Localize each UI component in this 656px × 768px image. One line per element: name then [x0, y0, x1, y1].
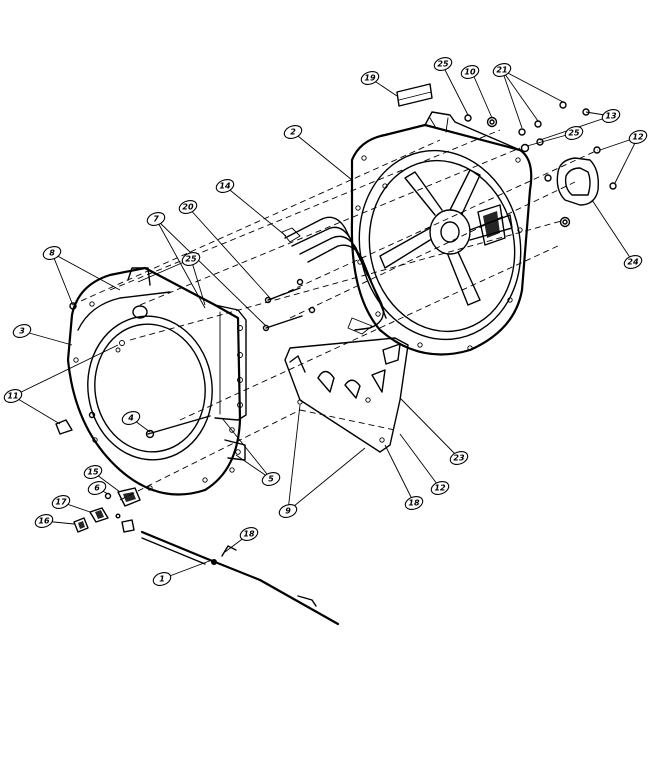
- callout-2-label: 2: [290, 128, 296, 137]
- front-blower-housing: [66, 266, 247, 496]
- callout-25-top-label: 25: [437, 60, 449, 69]
- callout-7-label: 7: [153, 215, 159, 224]
- callout-18-cable-label: 18: [243, 530, 255, 539]
- callout-12-top-label: 12: [632, 133, 644, 142]
- callout-8-label: 8: [49, 249, 55, 258]
- callout-17: 17: [51, 495, 71, 509]
- callout-6-label: 6: [94, 484, 100, 493]
- rear-blower-housing: [350, 111, 533, 356]
- callout-20: 20: [178, 200, 198, 214]
- callout-bubbles: 1 2 3 4 5 6 7 8 9 10 11 12 12 13 14 15 1…: [3, 57, 648, 586]
- callout-leaders: [12, 65, 639, 578]
- callout-25-right-label: 25: [568, 129, 580, 138]
- callout-6: 6: [87, 481, 107, 495]
- callout-8: 8: [42, 246, 62, 260]
- callout-12-bottom-label: 12: [434, 484, 446, 493]
- callout-16-label: 16: [38, 517, 50, 526]
- callout-3-label: 3: [19, 327, 25, 336]
- callout-23-label: 23: [453, 454, 465, 463]
- callout-13: 13: [601, 109, 621, 123]
- callout-5-label: 5: [268, 475, 274, 484]
- assembly-guide-lines: [71, 129, 599, 501]
- harness-cables: [281, 216, 387, 335]
- hardware-parts: [55, 83, 617, 626]
- callout-25-left: 25: [181, 252, 201, 266]
- callout-2: 2: [283, 125, 303, 139]
- callout-4: 4: [121, 411, 141, 425]
- callout-23: 23: [449, 451, 469, 465]
- callout-1-label: 1: [159, 575, 165, 584]
- callout-1: 1: [152, 572, 172, 586]
- callout-25-right: 25: [564, 126, 584, 140]
- callout-9-label: 9: [285, 507, 291, 516]
- callout-16: 16: [34, 514, 54, 528]
- callout-11-label: 11: [7, 392, 18, 401]
- callout-3: 3: [12, 324, 32, 338]
- callout-5: 5: [261, 472, 281, 486]
- callout-15-label: 15: [87, 468, 99, 477]
- callout-14: 14: [215, 179, 235, 193]
- callout-20-label: 20: [182, 203, 194, 212]
- callout-12-top: 12: [628, 130, 648, 144]
- callout-13-label: 13: [605, 112, 617, 121]
- callout-14-label: 14: [219, 182, 231, 191]
- callout-19-label: 19: [364, 74, 376, 83]
- callout-24-label: 24: [627, 258, 639, 267]
- callout-12-bottom: 12: [430, 481, 450, 495]
- callout-25-left-label: 25: [185, 255, 197, 264]
- callout-15: 15: [83, 465, 103, 479]
- callout-18-bracket-label: 18: [408, 499, 420, 508]
- callout-10: 10: [460, 65, 480, 79]
- callout-7: 7: [146, 212, 166, 226]
- callout-21: 21: [492, 63, 512, 77]
- callout-18-bracket: 18: [404, 496, 424, 510]
- callout-17-label: 17: [55, 498, 67, 507]
- callout-24: 24: [623, 255, 643, 269]
- callout-9: 9: [278, 504, 298, 518]
- callout-11: 11: [3, 389, 23, 403]
- callout-19: 19: [360, 71, 380, 85]
- bracket-plate: [284, 337, 409, 453]
- callout-4-label: 4: [127, 414, 134, 423]
- callout-21-label: 21: [496, 66, 507, 75]
- callout-18-cable: 18: [239, 527, 259, 541]
- callout-10-label: 10: [464, 68, 476, 77]
- callout-25-top: 25: [433, 57, 453, 71]
